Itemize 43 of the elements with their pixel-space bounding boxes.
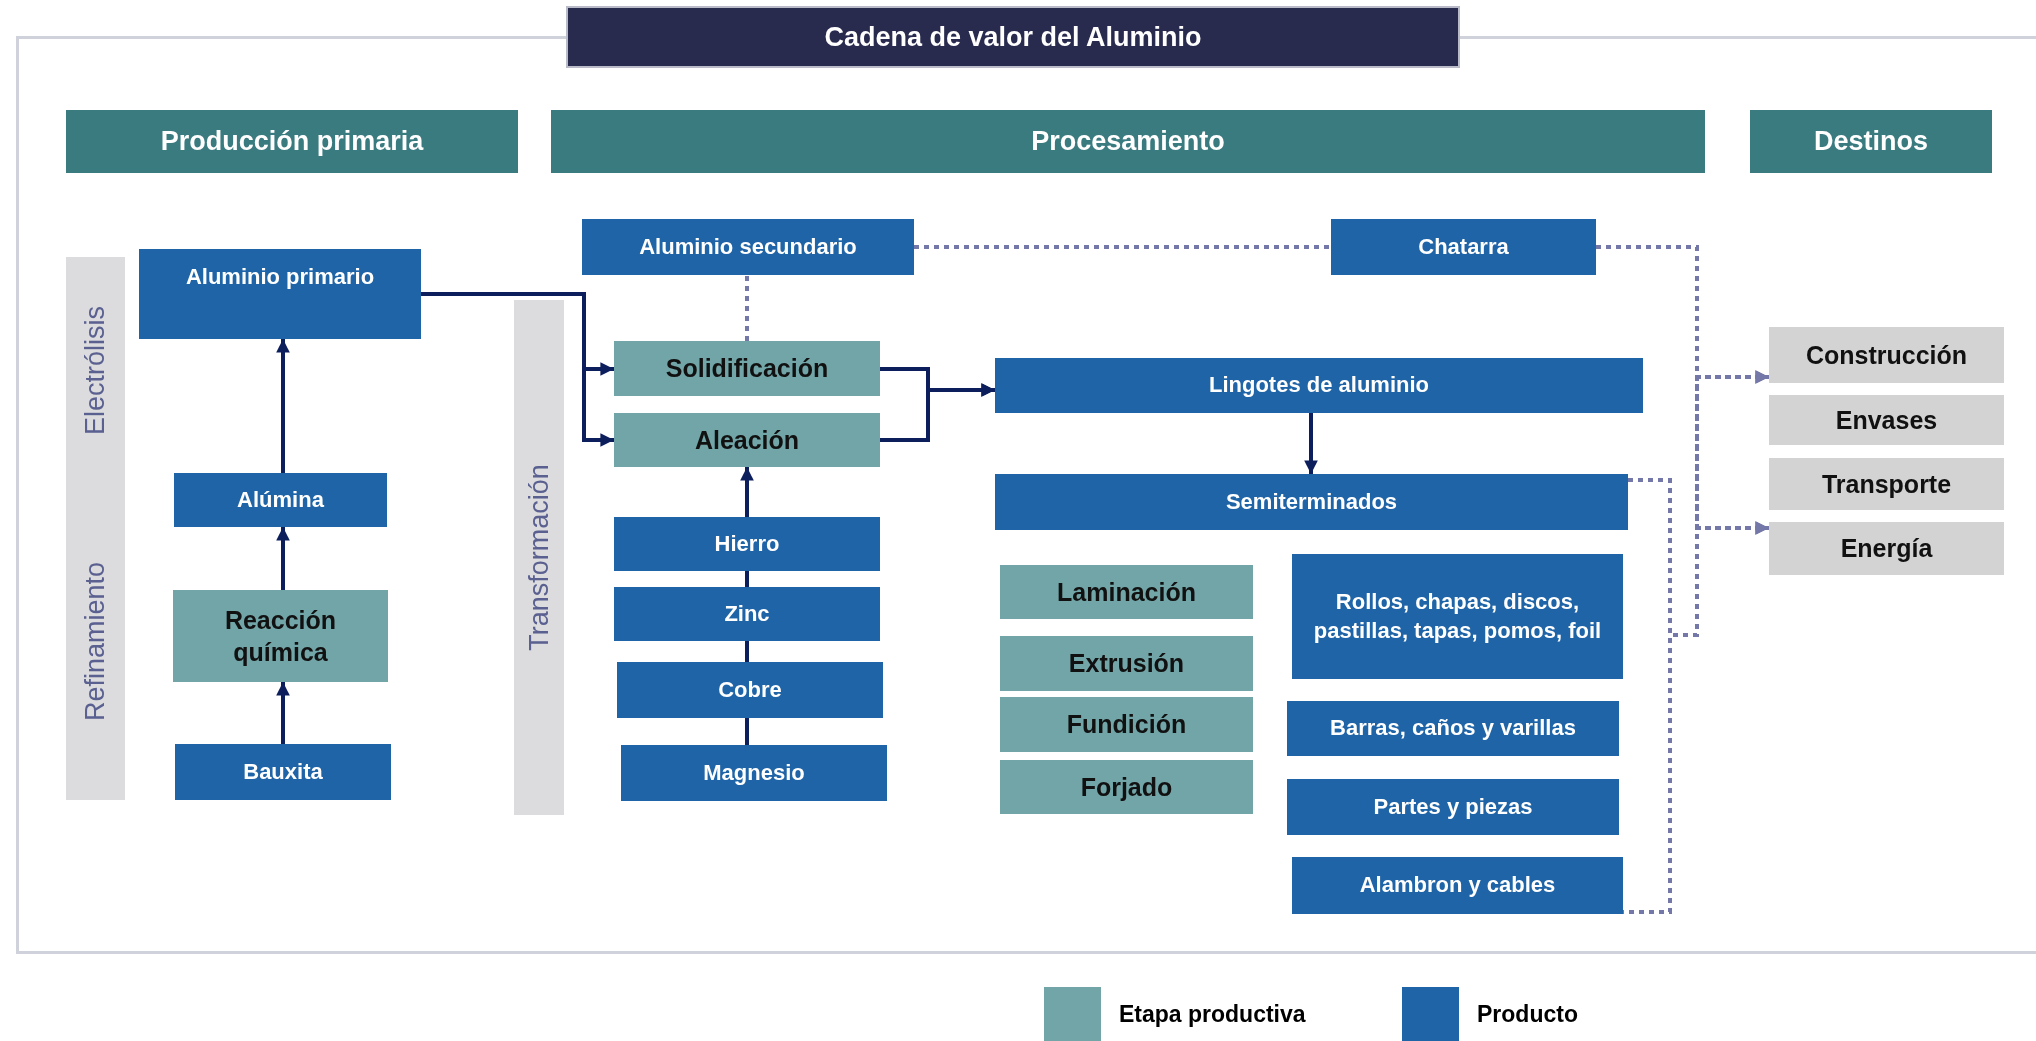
stage-band: Refinamiento [66,483,125,800]
product-box: Alambron y cables [1292,857,1623,914]
product-box: Lingotes de aluminio [995,358,1643,413]
destination-box: Energía [1769,522,2004,575]
section-header: Destinos [1750,110,1992,173]
arrow [276,339,290,473]
arrow [276,682,290,744]
destination-box: Construcción [1769,327,2004,383]
product-box: Chatarra [1331,219,1596,275]
process-box: Fundición [1000,697,1253,752]
section-header: Procesamiento [551,110,1705,173]
process-box: Aleación [614,413,880,467]
product-box: Bauxita [175,744,391,800]
stage-band: Transformación [514,300,564,815]
process-box: Laminación [1000,565,1253,619]
product-box: Hierro [614,517,880,571]
product-box: Alúmina [174,473,387,527]
product-box: Aluminio primario [139,249,421,339]
process-box: Solidificación [614,341,880,396]
legend-label: Producto [1477,1000,1578,1028]
product-box: Barras, caños y varillas [1287,701,1619,756]
product-box: Partes y piezas [1287,779,1619,835]
legend-label: Etapa productiva [1119,1000,1306,1028]
product-box: Semiterminados [995,474,1628,530]
arrow [740,467,754,517]
destination-box: Envases [1769,395,2004,445]
title-bar: Cadena de valor del Aluminio [566,6,1460,68]
product-box: Zinc [614,587,880,641]
product-box: Aluminio secundario [582,219,914,275]
process-box: Extrusión [1000,636,1253,691]
product-box: Magnesio [621,745,887,801]
dotted-connector [745,275,749,341]
destination-box: Transporte [1769,458,2004,510]
dotted-connector [914,245,1331,249]
product-box: Cobre [617,662,883,718]
process-box: Reacción química [173,590,388,682]
arrow [276,527,290,590]
stage-band: Electrólisis [66,257,125,483]
arrow [421,292,614,447]
product-box: Rollos, chapas, discos, pastillas, tapas, pomos, foil [1292,554,1623,679]
section-header: Producción primaria [66,110,518,173]
arrow [1304,413,1318,474]
process-box: Forjado [1000,760,1253,814]
